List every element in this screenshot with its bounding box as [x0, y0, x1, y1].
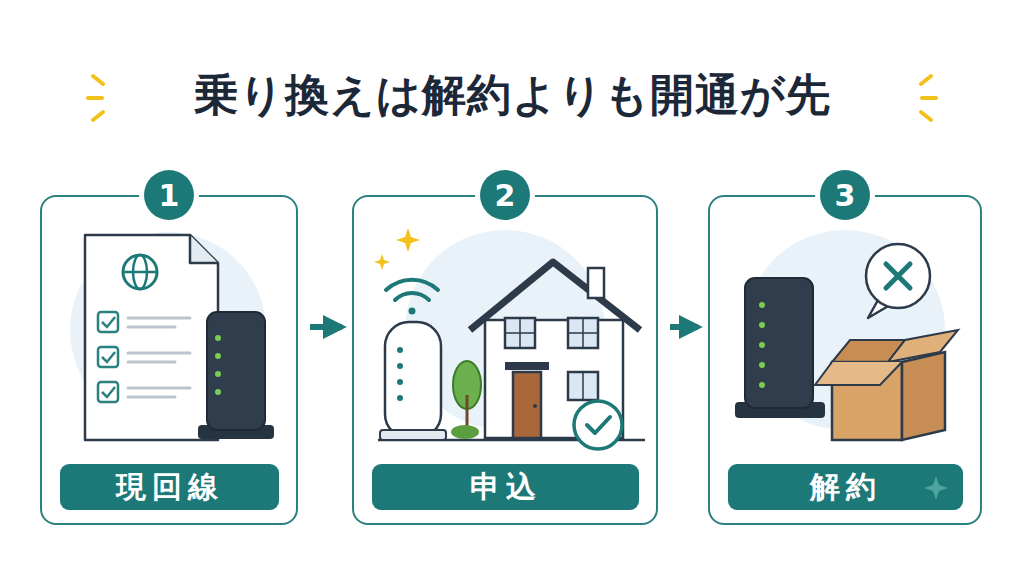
step-number: 1 [144, 170, 194, 220]
step-label: 現回線 [116, 467, 224, 508]
step-panel: 1現回線 [40, 195, 298, 525]
sparkle [923, 475, 949, 501]
document-router-icon [70, 232, 274, 440]
step-label-bar: 申込 [372, 464, 639, 510]
step-panel: 3解約 [708, 195, 982, 525]
step-number: 2 [480, 170, 530, 220]
title: 乗り換えは解約よりも開通が先 [0, 66, 1024, 125]
step-label-bar: 現回線 [60, 464, 279, 510]
step-arrow [670, 324, 698, 330]
step-label: 申込 [470, 467, 542, 508]
router-house-icon [374, 228, 645, 449]
step-label: 解約 [810, 467, 882, 508]
step-panel: 2申込 [352, 195, 658, 525]
step-number: 3 [820, 170, 870, 220]
router-box-cancel-icon [735, 230, 958, 440]
step-arrow [310, 324, 342, 330]
